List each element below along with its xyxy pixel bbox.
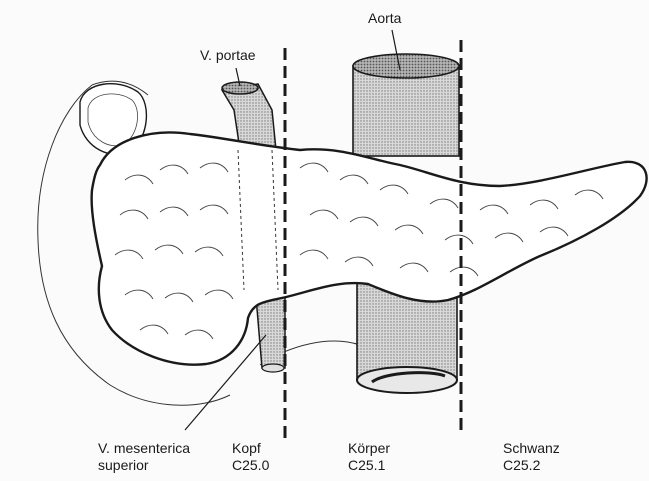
region-kopf-code: C25.0 <box>232 457 269 474</box>
region-schwanz-name: Schwanz <box>503 440 560 457</box>
region-koerper-code: C25.1 <box>348 457 385 474</box>
region-koerper-name: Körper <box>348 440 390 457</box>
region-schwanz-code: C25.2 <box>503 457 540 474</box>
region-kopf-name: Kopf <box>232 440 261 457</box>
v-mesenterica-label-line2: superior <box>98 457 149 474</box>
v-mesenterica-label-line1: V. mesenterica <box>98 440 190 457</box>
aorta-label: Aorta <box>368 10 401 27</box>
v-portae-label: V. portae <box>200 47 256 64</box>
